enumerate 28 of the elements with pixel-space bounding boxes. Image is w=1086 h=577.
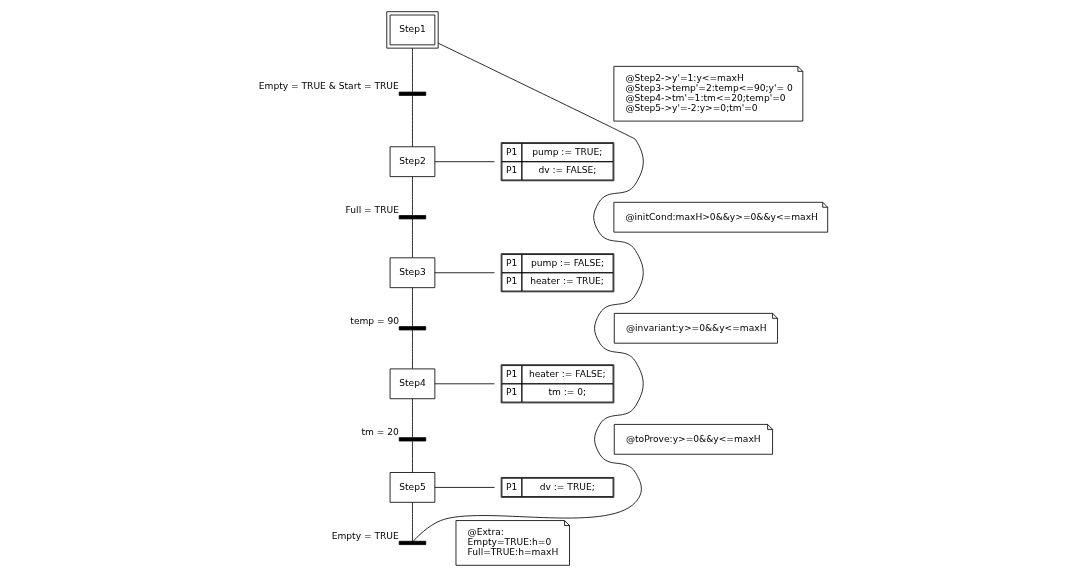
node-bar bbox=[398, 437, 427, 442]
node-label: Empty = TRUE bbox=[331, 530, 399, 541]
node-bar bbox=[398, 215, 427, 220]
node-box: Step5 bbox=[389, 472, 436, 503]
node-bar bbox=[398, 326, 427, 331]
connector bbox=[434, 161, 495, 163]
node-label: Full = TRUE bbox=[345, 204, 399, 215]
connector bbox=[412, 398, 413, 438]
connector bbox=[412, 287, 413, 327]
node-box: Step3 bbox=[389, 257, 436, 289]
node-box: Step4 bbox=[389, 368, 436, 400]
node-bar bbox=[398, 540, 427, 545]
node-label: temp = 90 bbox=[350, 315, 400, 326]
connector bbox=[412, 48, 413, 93]
connector bbox=[434, 487, 495, 488]
node-bar bbox=[398, 91, 427, 96]
connector bbox=[412, 329, 413, 370]
connector bbox=[434, 272, 495, 274]
node-box: Step2 bbox=[389, 146, 436, 178]
connector bbox=[434, 383, 495, 385]
connector bbox=[412, 176, 413, 216]
connector bbox=[412, 501, 413, 542]
connector bbox=[412, 42, 644, 542]
node-label: tm = 20 bbox=[361, 427, 399, 438]
connector bbox=[412, 95, 413, 148]
node-label: Empty = TRUE & Start = TRUE bbox=[258, 81, 399, 92]
connector bbox=[412, 440, 413, 473]
connector bbox=[412, 218, 413, 258]
